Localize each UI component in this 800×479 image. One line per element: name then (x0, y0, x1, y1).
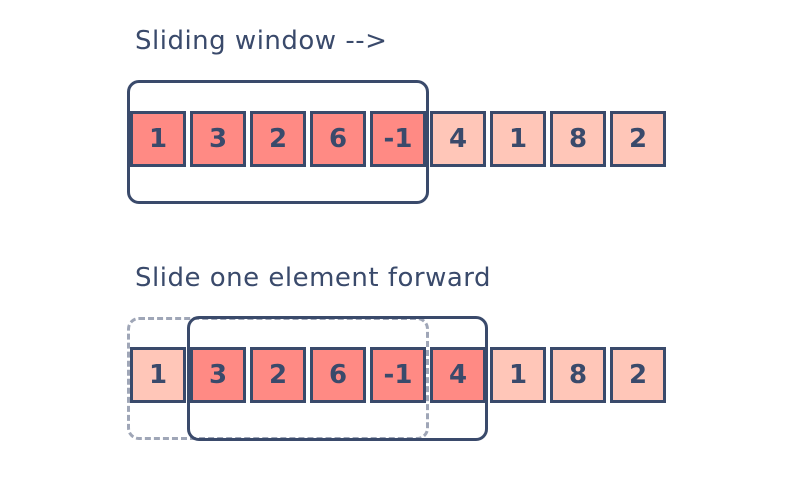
array-cell: 3 (190, 347, 246, 403)
array-cell: 4 (430, 347, 486, 403)
panel-2-array: 1 3 2 6 -1 4 1 8 2 (130, 347, 666, 403)
array-cell: 2 (610, 347, 666, 403)
array-cell: 4 (430, 111, 486, 167)
array-cell: 3 (190, 111, 246, 167)
array-cell: 8 (550, 347, 606, 403)
array-cell: 2 (250, 111, 306, 167)
array-cell: 1 (490, 347, 546, 403)
panel-1-array: 1 3 2 6 -1 4 1 8 2 (130, 111, 666, 167)
array-cell: 2 (250, 347, 306, 403)
array-cell: 2 (610, 111, 666, 167)
array-cell: 1 (490, 111, 546, 167)
array-cell: 1 (130, 111, 186, 167)
array-cell: 6 (310, 111, 366, 167)
array-cell: 6 (310, 347, 366, 403)
array-cell: -1 (370, 111, 426, 167)
panel-2-title: Slide one element forward (135, 263, 492, 293)
array-cell: -1 (370, 347, 426, 403)
panel-1-title: Sliding window --> (135, 26, 388, 56)
array-cell: 1 (130, 347, 186, 403)
array-cell: 8 (550, 111, 606, 167)
